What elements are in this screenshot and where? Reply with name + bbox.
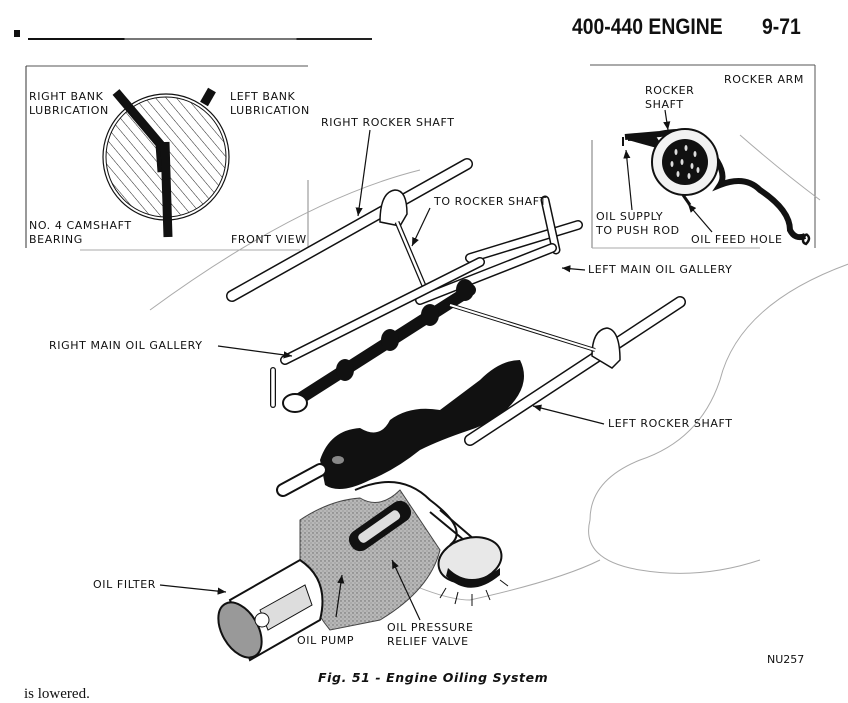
- left-bank-passage: [200, 87, 216, 107]
- rocker-shaft-bracket: [379, 189, 408, 227]
- crankshaft: [276, 360, 524, 497]
- label-line: OIL PRESSURE: [387, 621, 474, 634]
- rocker-arm-inset: [590, 64, 816, 249]
- label-left-bank-lubrication: LEFT BANK LUBRICATION: [230, 90, 310, 118]
- label-oil-feed-hole: OIL FEED HOLE: [691, 233, 783, 246]
- label-line: LUBRICATION: [29, 104, 109, 117]
- label-line: NO. 4 CAMSHAFT: [29, 219, 132, 232]
- oil-pickup-screen: [437, 536, 509, 606]
- label-left-main-oil-gallery: LEFT MAIN OIL GALLERY: [588, 263, 733, 276]
- label-front-view: FRONT VIEW: [231, 233, 307, 246]
- page-header-title: 400-440 ENGINE: [572, 14, 723, 39]
- label-left-rocker-shaft: LEFT ROCKER SHAFT: [608, 417, 733, 430]
- label-rocker-shaft-inset: ROCKER SHAFT: [645, 84, 694, 112]
- label-line: SHAFT: [645, 98, 684, 111]
- header-rule: [28, 38, 372, 40]
- front-view-inset: [25, 65, 309, 251]
- figure-code: NU257: [767, 653, 805, 666]
- label-oil-pump: OIL PUMP: [297, 634, 355, 647]
- body-text-fragment: is lowered.: [24, 686, 90, 702]
- right-rocker-shaft: [226, 129, 473, 302]
- left-rocker-shaft: [449, 296, 686, 446]
- right-main-oil-gallery: [217, 257, 485, 408]
- label-oil-supply-to-push-rod: OIL SUPPLY TO PUSH ROD: [596, 210, 680, 238]
- oil-filter: [159, 558, 324, 662]
- oil-pan-outline: [149, 134, 848, 574]
- label-line: LUBRICATION: [230, 104, 310, 117]
- label-line: OIL SUPPLY: [596, 210, 664, 223]
- label-right-main-oil-gallery: RIGHT MAIN OIL GALLERY: [49, 339, 203, 352]
- label-right-bank-lubrication: RIGHT BANK LUBRICATION: [29, 90, 109, 118]
- label-line: RELIEF VALVE: [387, 635, 469, 648]
- label-line: LEFT BANK: [230, 90, 296, 103]
- label-line: BEARING: [29, 233, 83, 246]
- left-main-oil-gallery: [415, 195, 586, 305]
- label-to-rocker-shaft: TO ROCKER SHAFT: [434, 195, 547, 208]
- label-oil-filter: OIL FILTER: [93, 578, 157, 591]
- main-feed-passage: [160, 141, 173, 238]
- label-line: TO PUSH ROD: [596, 224, 680, 237]
- header-bullet: [14, 30, 20, 37]
- label-no4-camshaft-bearing: NO. 4 CAMSHAFT BEARING: [29, 219, 132, 247]
- label-line: RIGHT BANK: [29, 90, 104, 103]
- label-rocker-arm: ROCKER ARM: [724, 73, 804, 86]
- label-line: ROCKER: [645, 84, 695, 97]
- page-number: 9-71: [762, 14, 801, 39]
- label-right-rocker-shaft: RIGHT ROCKER SHAFT: [321, 116, 455, 129]
- label-oil-pressure-relief-valve: OIL PRESSURE RELIEF VALVE: [387, 621, 474, 649]
- camshaft: [282, 279, 476, 413]
- figure-caption: Fig. 51 - Engine Oiling System: [318, 670, 549, 685]
